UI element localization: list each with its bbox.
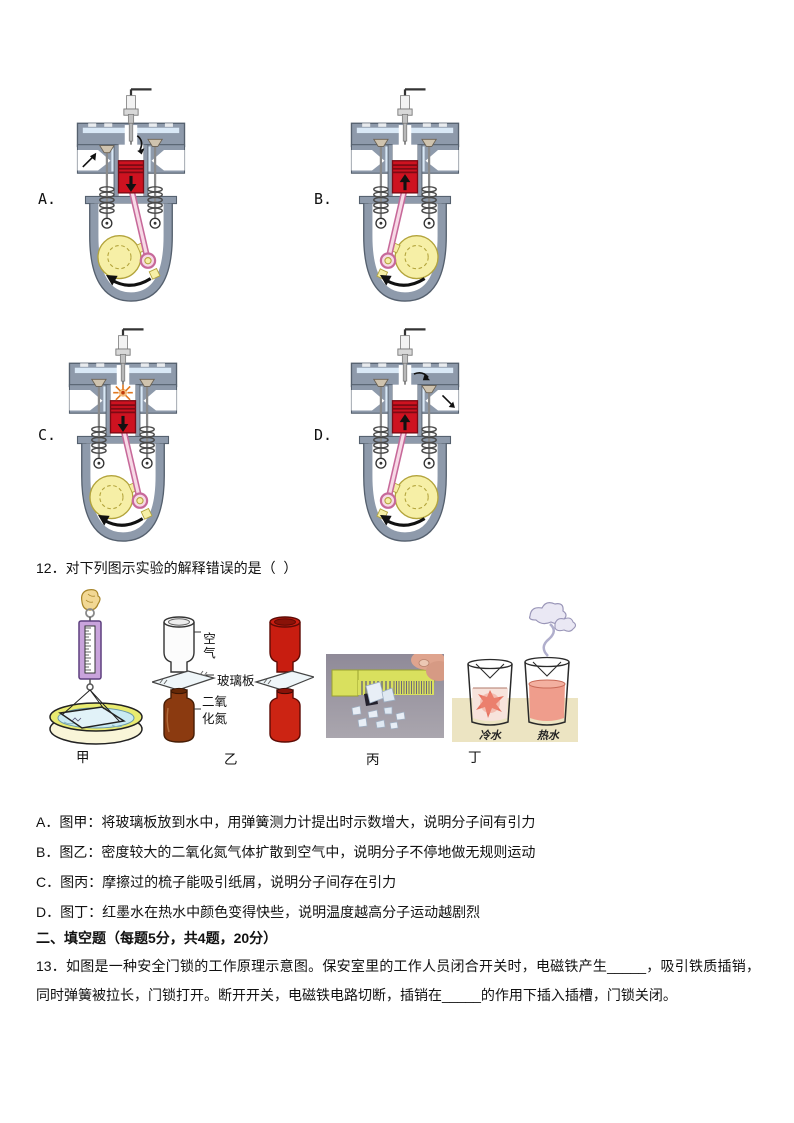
strings (61, 689, 121, 723)
engine-option-b-label: B. (314, 190, 333, 208)
caption-ding: 丁 (468, 750, 482, 765)
glass-plate-label: 玻璃板 (217, 674, 255, 688)
engine-diagram-compression-stroke (338, 84, 472, 316)
figure-jia-spring-scale-glass-plate (49, 589, 143, 745)
engine-option-a-label: A. (38, 190, 57, 208)
figure-ding-cold-hot-beakers: 冷水 热水 (452, 602, 578, 742)
steam (529, 602, 577, 657)
question13-text: 13．如图是一种安全门锁的工作原理示意图。保安室里的工作人员闭合开关时，电磁铁产… (36, 958, 760, 1003)
hot-water-label: 热水 (536, 729, 560, 742)
fingers (411, 654, 444, 681)
no2-bottle (163, 687, 195, 743)
caption-bing: 丙 (366, 752, 380, 767)
cold-water-label: 冷水 (479, 729, 502, 742)
paper-scraps (351, 681, 406, 730)
engine-option-c-label: C. (38, 426, 57, 444)
engine-diagram-power-stroke (56, 324, 190, 556)
hand (81, 589, 101, 611)
question12-stem: 12．对下列图示实验的解释错误的是（ ） (36, 560, 298, 576)
glass-plate-left (152, 670, 217, 691)
caption-jia: 甲 (76, 750, 90, 765)
nitrogen-dioxide-label: 二氧化氮 (202, 695, 228, 726)
cold-water-beaker (467, 658, 513, 726)
q12-option-b: B．图乙：密度较大的二氧化氮气体扩散到空气中，说明分子不停地做无规则运动 (36, 844, 536, 860)
section2-header: 二、填空题（每题5分，共4题，20分） (36, 930, 278, 946)
air-label: 空气 (201, 632, 215, 661)
engine-option-d-label: D. (314, 426, 333, 444)
dye-blob (476, 690, 504, 718)
figure-yi-gas-diffusion-bottles (152, 616, 314, 743)
label-leader-lines (194, 631, 214, 710)
figure-bing-comb-paper-scraps (326, 654, 444, 738)
mixed-bottles-after-diffusion (253, 616, 314, 743)
caption-yi: 乙 (224, 752, 238, 767)
spring-scale (78, 620, 102, 691)
q12-option-c: C．图丙：摩擦过的梳子能吸引纸屑，说明分子间存在引力 (36, 874, 397, 890)
engine-diagram-intake-stroke (64, 84, 198, 316)
hot-water-beaker (524, 656, 570, 726)
q12-option-d: D．图丁：红墨水在热水中颜色变得快些，说明温度越高分子运动越剧烈 (36, 904, 481, 920)
engine-diagram-exhaust-stroke (338, 324, 472, 556)
air-bottle (163, 616, 195, 673)
q12-option-a: A．图甲：将玻璃板放到水中，用弹簧测力计提出时示数增大，说明分子间有引力 (36, 814, 536, 830)
glass-plate (58, 706, 126, 729)
